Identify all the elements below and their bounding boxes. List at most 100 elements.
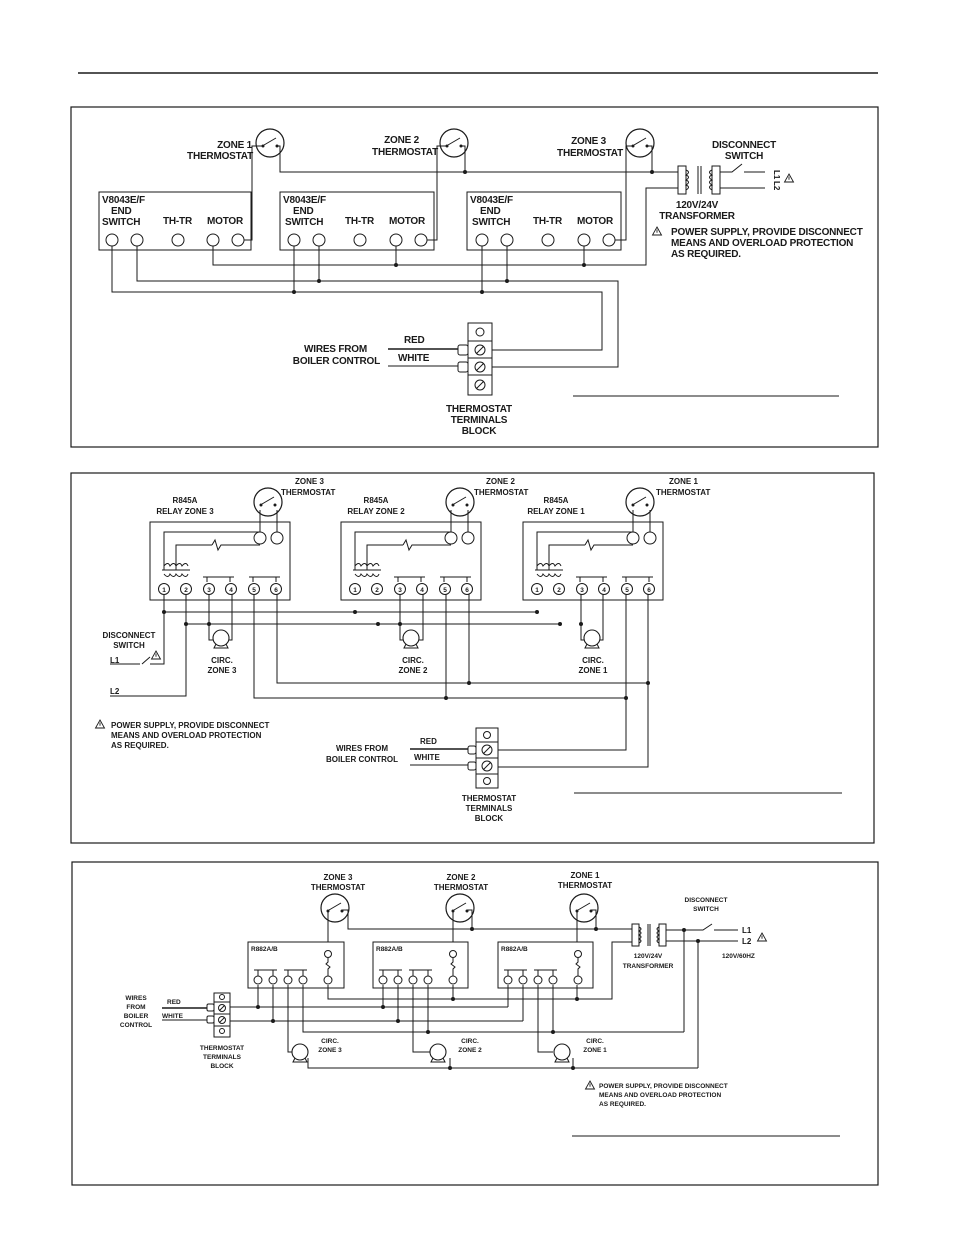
terminal-2: 2 [180, 583, 192, 595]
valve-2-labels: V8043E/F END SWITCH TH-TR MOTOR [283, 195, 426, 228]
svg-text:4: 4 [229, 587, 233, 594]
diagram-1-frame [70, 106, 879, 448]
terminal-3: 3 [394, 583, 406, 595]
terminal-1: 1 [349, 583, 361, 595]
warning-triangle-icon [95, 719, 105, 729]
svg-text:MOTOR: MOTOR [207, 216, 244, 227]
terminal-5: 5 [248, 583, 260, 595]
warning-triangle-icon [757, 932, 767, 942]
circ-zone-3-label: CIRC.ZONE 3 [318, 1038, 342, 1054]
red-wire-label: RED [404, 335, 425, 346]
circ-zone-1-label: CIRC.ZONE 1 [583, 1038, 607, 1054]
warning-triangle-icon [151, 650, 161, 660]
white-wire-label: WHITE [162, 1013, 184, 1020]
zone-2-thermostat-icon [445, 893, 475, 923]
terminal-2: 2 [371, 583, 383, 595]
red-wire-label: RED [167, 999, 181, 1006]
relay-r882-zone-3 [253, 950, 333, 985]
zone-2-thermostat-icon [445, 487, 475, 517]
zone-3-thermostat-icon [625, 128, 655, 158]
terminal-4: 4 [598, 583, 610, 595]
svg-text:2: 2 [557, 587, 561, 594]
svg-text:3: 3 [398, 587, 402, 594]
svg-text:V8043E/F: V8043E/F [470, 195, 513, 206]
l2-label: L2 [742, 937, 752, 946]
diagram-1-wiring: L1 L2 [111, 145, 794, 368]
terminal-5: 5 [621, 583, 633, 595]
terminal-3: 3 [203, 583, 215, 595]
circulator-zone-1-icon [553, 1043, 571, 1063]
terminal-1: 1 [531, 583, 543, 595]
warning-triangle-icon [585, 1080, 595, 1090]
svg-text:L2: L2 [772, 181, 781, 191]
white-wire-label: WHITE [414, 753, 440, 762]
svg-text:3: 3 [580, 587, 584, 594]
svg-text:L1: L1 [772, 170, 781, 180]
svg-text:4: 4 [420, 587, 424, 594]
svg-text:R882A/B: R882A/B [251, 946, 278, 953]
diagram-3-frame [71, 861, 879, 1186]
svg-text:2: 2 [375, 587, 379, 594]
thermostat-terminals-block [467, 727, 499, 789]
svg-text:END: END [480, 206, 501, 217]
svg-text:R882A/B: R882A/B [501, 946, 528, 953]
svg-text:TH-TR: TH-TR [533, 216, 563, 227]
terminal-6: 6 [270, 583, 282, 595]
circulator-zone-2-icon [402, 629, 420, 649]
svg-text:MOTOR: MOTOR [389, 216, 426, 227]
l2-label: L2 [110, 687, 120, 696]
terminal-1: 1 [158, 583, 170, 595]
svg-text:4: 4 [602, 587, 606, 594]
relay-r882-zone-1 [503, 950, 583, 985]
zone-3-thermostat-icon [253, 487, 283, 517]
zone-3-thermostat-icon [320, 893, 350, 923]
terminal-5: 5 [439, 583, 451, 595]
svg-text:TH-TR: TH-TR [163, 216, 193, 227]
circ-zone-2-label: CIRC.ZONE 2 [399, 656, 428, 675]
svg-text:END: END [111, 206, 132, 217]
circulator-zone-3-icon [291, 1043, 309, 1063]
terminal-4: 4 [225, 583, 237, 595]
svg-text:SWITCH: SWITCH [102, 217, 140, 228]
zone-1-thermostat-icon [569, 893, 599, 923]
svg-text:5: 5 [443, 587, 447, 594]
warning-triangle-icon [652, 226, 662, 236]
diagram-3-wiring [230, 909, 738, 1070]
svg-text:3: 3 [207, 587, 211, 594]
supply-voltage-label: 120V/60HZ [722, 953, 755, 960]
l1-label: L1 [110, 656, 120, 665]
circulator-zone-2-icon [429, 1043, 447, 1063]
svg-text:END: END [293, 206, 314, 217]
svg-text:2: 2 [184, 587, 188, 594]
terminal-6: 6 [643, 583, 655, 595]
thermostat-terminals-block [206, 992, 231, 1038]
svg-text:1: 1 [353, 587, 357, 594]
circ-zone-3-label: CIRC.ZONE 3 [208, 656, 237, 675]
svg-text:SWITCH: SWITCH [285, 217, 323, 228]
warning-triangle-icon [784, 173, 794, 183]
circulator-zone-1-icon [583, 629, 601, 649]
